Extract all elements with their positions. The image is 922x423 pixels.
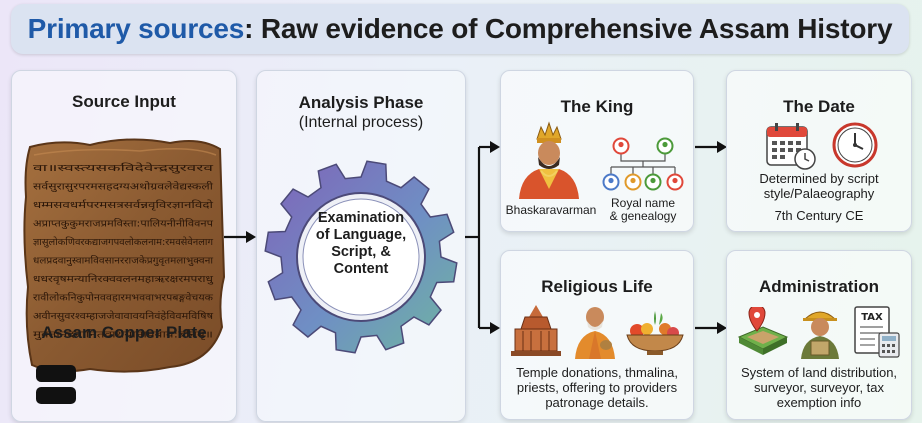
plate-inscription-line: सर्वसुरासुरपरमसहदग्यअथोग्रवलेवेद्यस्कली: [33, 181, 214, 193]
religious-card: Religious Life Temple donations, thmalin…: [500, 250, 694, 420]
gear-icon: [264, 160, 458, 354]
logo-bar-bottom: [36, 387, 76, 404]
genealogy-person-head: [662, 141, 668, 148]
plate-inscription-line: अवीनसुवरश्वम्हाजजेवावावयनिवंहेविवमविषिष: [33, 310, 214, 322]
gear-line-3: Script, &: [331, 244, 391, 260]
page-title: Primary sources: Raw evidence of Compreh…: [11, 4, 909, 54]
plate-inscription-line: मुक्तानदनानितवाथयानापबाव:बनिबृ॥: [33, 329, 213, 341]
plate-inscription-line: वा॥स्वस्त्यसकविदेवेन्द्रसुरवरव: [33, 162, 214, 174]
religious-desc-line-2: priests, offering to providers: [516, 380, 678, 395]
tax-document-icon: TAX: [854, 306, 900, 358]
analysis-heading: Analysis Phase: [298, 93, 424, 112]
date-desc-line-1: Determined by script: [759, 171, 879, 186]
genealogy-tree-icon: [602, 137, 684, 191]
land-map-pin-icon: [737, 307, 789, 355]
gear-line-2: of Language,: [315, 227, 407, 243]
date-card: The Date Determined by script style/Pala…: [726, 70, 912, 232]
copper-plate-image: वा॥स्वस्त्यसकविदेवेन्द्रसुरवरव सर्वसुरासु…: [23, 138, 226, 373]
king-title: The King: [560, 97, 634, 116]
gear-text: Examination of Language, Script, & Conte…: [297, 210, 425, 278]
admin-desc: System of land distribution, surveyor, s…: [731, 365, 907, 410]
plate-inscription-line: रावीलोकनिकुपोनववहारमभववाभरपबङ्गवेचयक: [33, 292, 214, 304]
priest-icon: [575, 307, 615, 359]
tax-label: TAX: [861, 312, 883, 323]
date-century: 7th Century CE: [774, 208, 864, 223]
analysis-subheading: (Internal process): [298, 114, 424, 131]
gear-line-4: Content: [333, 261, 389, 277]
gear-line-1: Examination: [317, 210, 405, 226]
admin-card: Administration TAX System of land distri…: [726, 250, 912, 420]
king-genealogy-line-2: & genealogy: [609, 209, 677, 223]
offering-bowl-icon: [626, 311, 684, 355]
source-caption: Assam Copper Plate: [41, 323, 207, 342]
arrow-king-to-date: [695, 141, 727, 153]
clock-icon: [832, 122, 878, 168]
source-input-heading: Source Input: [72, 92, 176, 111]
genealogy-person-head: [608, 177, 614, 184]
king-card: The King Bhaskaravarman Royal name & gen…: [500, 70, 694, 232]
date-desc: Determined by script style/Palaeography: [733, 171, 905, 201]
admin-title: Administration: [759, 277, 879, 296]
king-genealogy-line-1: Royal name: [610, 196, 676, 210]
calendar-icon: [766, 123, 816, 170]
king-name: Bhaskaravarman: [505, 203, 597, 217]
genealogy-person-head: [618, 141, 624, 148]
title-highlight: Primary sources: [27, 13, 245, 44]
religious-desc: Temple donations, thmalina, priests, off…: [505, 365, 689, 410]
religious-desc-line-3: patronage details.: [545, 395, 649, 410]
religious-desc-line-1: Temple donations, thmalina,: [516, 365, 678, 380]
plate-inscription-line: धधरवृषमन्यानिरक्ववलनमहाऋरक्षरमपराधु: [33, 273, 214, 285]
admin-desc-line-1: System of land distribution,: [740, 365, 898, 380]
date-desc-line-2: style/Palaeography: [763, 186, 875, 201]
king-portrait-icon: [519, 121, 579, 199]
genealogy-person-head: [630, 177, 636, 184]
branch-connector: [465, 141, 500, 334]
surveyor-icon: [801, 311, 839, 359]
religious-title: Religious Life: [541, 277, 653, 296]
admin-desc-line-2: surveyor, surveyor, tax: [753, 380, 885, 395]
plate-inscription-line: ज्ञासुलोकणिवरकद्याजगपवलोकलनाम:रमवसेवेनला…: [33, 236, 214, 248]
logo-bar-top: [36, 365, 76, 382]
plate-inscription-line: धम्मसवधर्मपरमसत्रसर्वन्नवृविरज्ञानविदो: [33, 199, 214, 211]
date-title: The Date: [783, 97, 855, 116]
source-input-card: Source Input वा॥स्वस्त्यसकविदेवेन्द्रसुर…: [11, 70, 237, 422]
admin-desc-line-3: exemption info: [776, 395, 862, 410]
king-genealogy-text: Royal name & genealogy: [601, 197, 685, 223]
plate-inscription-line: अप्राप्तकुकुमराजप्रमविस्ता:पालियनीनीविवन…: [33, 218, 214, 230]
analysis-card: Analysis Phase (Internal process) Examin…: [256, 70, 466, 422]
arrow-religious-to-admin: [695, 322, 727, 334]
genealogy-person-head: [672, 177, 678, 184]
temple-icon: [511, 305, 561, 356]
genealogy-person-head: [650, 177, 656, 184]
plate-inscription-line: धलप्रदवानुस्वामविवसानरराजकेप्रगुवृतमलाभु…: [33, 255, 214, 267]
arrow-source-to-analysis: [224, 231, 256, 243]
title-rest: : Raw evidence of Comprehensive Assam Hi…: [244, 13, 893, 44]
